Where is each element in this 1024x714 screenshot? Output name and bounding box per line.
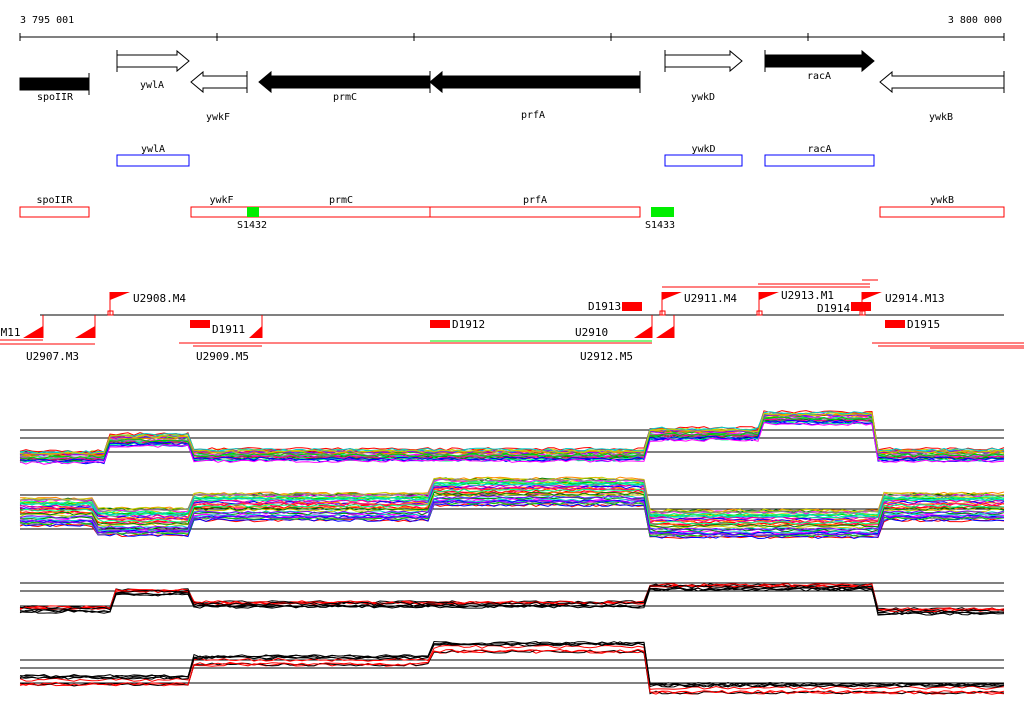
green-feature-S1433[interactable] [651,207,674,217]
panel-3-profile-line [19,584,1005,613]
marker [756,310,763,316]
ruler-end-label: 3 800 000 [948,15,1002,26]
blue-feature-ywlA[interactable] [116,154,190,167]
panel-4-profile-line [19,648,1005,694]
panel-4-profile-line [19,649,1005,695]
red-feature-ywkB[interactable] [879,206,1005,218]
panel-2-profile-line [19,498,1005,535]
blue-feature-label: racA [807,144,831,155]
blue-feature-label: ywlA [141,144,165,155]
ruler-start-label: 3 795 001 [20,15,74,26]
marker [107,310,114,316]
blue-feature-racA[interactable] [764,154,875,167]
red-feature-prmC[interactable] [251,206,431,218]
red-feature-label: prmC [329,195,353,206]
panel-2-profile-line [19,501,1005,538]
green-feature-S1432[interactable] [247,207,259,217]
panel-2-profile-line [19,476,1005,513]
up-feature-label[interactable]: U2914.M13 [885,292,945,305]
up-feature-label[interactable]: U2908.M4 [133,292,186,305]
panel-1-profile-line [19,415,1005,459]
panel-2-profile-line [19,495,1005,532]
flag-icon [110,292,130,300]
gene-arrow-racA[interactable] [764,49,875,73]
green-feature-label: S1433 [645,220,675,231]
red-feature-spoIIR[interactable] [19,206,90,218]
gene-arrow-prmC[interactable] [258,70,431,94]
gene-label[interactable]: ywkF [206,112,230,123]
gene-label[interactable]: prmC [333,92,357,103]
red-feature-label: ywkB [930,195,954,206]
gene-label[interactable]: prfA [521,110,545,121]
triangle-marker [656,326,674,338]
block-marker[interactable] [622,302,642,311]
panel-3-profile-line [19,583,1005,611]
up-feature-label[interactable]: D1914 [817,302,850,315]
panel-4-profile-line [19,641,1005,687]
up-feature-label[interactable]: D1913 [588,300,621,313]
red-feature-label: spoIIR [36,195,73,206]
gene-arrow-ywkB[interactable] [879,70,1005,94]
panel-1-profile-line [19,412,1005,456]
gene-arrow-prfA[interactable] [429,70,641,94]
gene-arrow-spoIIR[interactable] [19,77,90,91]
gene-label[interactable]: ywlA [140,80,164,91]
triangle-marker [634,326,652,338]
panel-1-profile-line [19,411,1005,455]
gene-label[interactable]: ywkB [929,112,953,123]
red-feature-ywkF[interactable] [190,206,253,218]
panel-3-profile-line [19,587,1005,616]
down-feature-label[interactable]: U2909.M5 [196,350,249,363]
panel-4-profile-line [19,649,1005,695]
gene-arrow-ywkF[interactable] [190,70,248,94]
panel-1-profile-line [19,419,1005,463]
marker [659,310,666,316]
gene-label[interactable]: spoIIR [37,92,74,103]
red-feature-label: prfA [523,195,547,206]
down-feature-label[interactable]: D1912 [452,318,485,331]
panel-2-profile-line [19,491,1005,528]
green-feature-label: S1432 [237,220,267,231]
gene-label[interactable]: racA [807,71,831,82]
triangle-marker [75,326,95,338]
red-feature-label: ywkF [209,195,233,206]
panel-1-profile-line [19,416,1005,460]
gene-arrow-ywkD[interactable] [664,49,743,73]
panel-3-profile-line [19,587,1005,616]
panel-3-profile-line [19,586,1005,615]
panel-4-profile-line [19,642,1005,688]
blue-feature-label: ywkD [691,144,715,155]
gene-label[interactable]: ywkD [691,92,715,103]
up-feature-label[interactable]: U2913.M1 [781,289,834,302]
triangle-marker [249,326,262,338]
down-feature-label[interactable]: U2910 [575,326,608,339]
triangle-marker [23,326,43,338]
down-feature-label[interactable]: U2907.M3 [26,350,79,363]
panel-1-profile-line [19,421,1005,465]
marker [859,310,866,316]
gene-arrow-ywlA[interactable] [116,49,190,73]
up-feature-label[interactable]: U2911.M4 [684,292,737,305]
down-feature-label[interactable]: .M11 [0,326,21,339]
down-feature-label[interactable]: D1915 [907,318,940,331]
block-marker[interactable] [885,320,905,328]
flag-icon [759,292,779,300]
down-feature-label[interactable]: U2912.M5 [580,350,633,363]
blue-feature-ywkD[interactable] [664,154,743,167]
block-marker[interactable] [851,302,871,311]
block-marker[interactable] [190,320,210,328]
block-marker[interactable] [430,320,450,328]
panel-4-profile-line [19,640,1005,686]
red-feature-prfA[interactable] [429,206,641,218]
flag-icon [662,292,682,300]
panel-2-profile-line [19,478,1005,514]
down-feature-label[interactable]: D1911 [212,323,245,336]
panel-2-profile-line [19,488,1005,525]
panel-2-profile-line [19,482,1005,518]
panel-2-profile-line [19,499,1005,536]
flag-icon [862,292,882,300]
panel-1-profile-line [19,413,1005,456]
